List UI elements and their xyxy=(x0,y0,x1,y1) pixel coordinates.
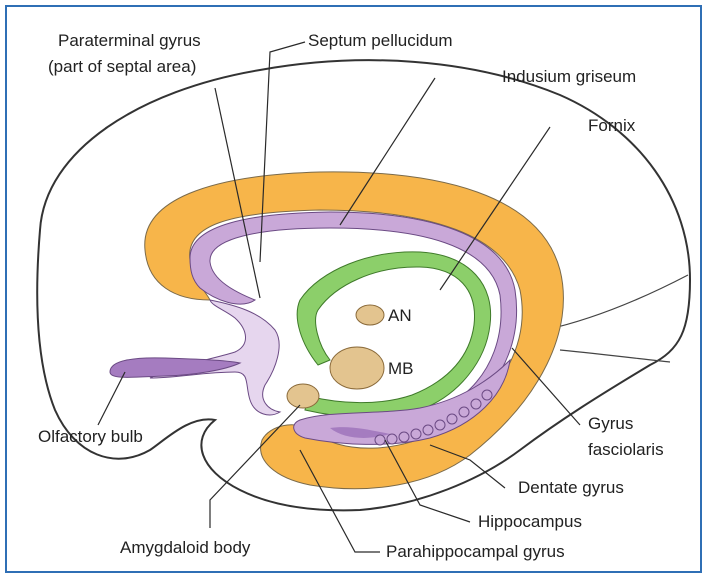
amygdaloid-body xyxy=(287,384,319,408)
label-parahippocampal-gyrus: Parahippocampal gyrus xyxy=(386,542,565,561)
label-septum-pellucidum: Septum pellucidum xyxy=(308,31,453,50)
label-mb: MB xyxy=(388,359,414,378)
label-hippocampus: Hippocampus xyxy=(478,512,582,531)
mammillary-body xyxy=(330,347,384,389)
label-fasciolaris: fasciolaris xyxy=(588,440,664,459)
label-an: AN xyxy=(388,306,412,325)
label-dentate-gyrus: Dentate gyrus xyxy=(518,478,624,497)
label-paraterminal-gyrus: Paraterminal gyrus xyxy=(58,31,201,50)
anterior-nucleus xyxy=(356,305,384,325)
label-gyrus: Gyrus xyxy=(588,414,633,433)
label-amygdaloid-body: Amygdaloid body xyxy=(120,538,251,557)
label-indusium-griseum: Indusium griseum xyxy=(502,67,636,86)
label-paraterminal-gyrus-sub: (part of septal area) xyxy=(48,57,196,76)
label-fornix: Fornix xyxy=(588,116,636,135)
label-olfactory-bulb: Olfactory bulb xyxy=(38,427,143,446)
